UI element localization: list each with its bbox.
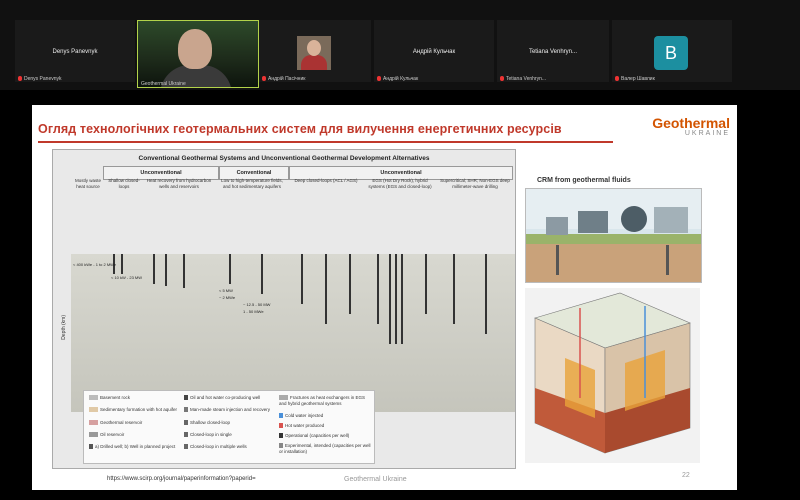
capacity-annotation: 1 - 50 MWe — [243, 309, 264, 314]
participant-tile-denys[interactable]: Denys Panevnyk Denys Panevnyk — [15, 20, 135, 82]
well — [425, 254, 427, 314]
diagram-legend: Basement rock Sedimentary formation with… — [83, 390, 375, 464]
capacity-annotation: < 5 MW — [219, 288, 233, 293]
well — [389, 254, 391, 344]
slide-footer: Geothermal Ukraine — [344, 476, 407, 483]
well — [401, 254, 403, 344]
crm-plant-illustration — [525, 188, 702, 283]
geothermal-systems-diagram: Conventional Geothermal Systems and Unco… — [52, 149, 516, 469]
participant-footer: Валер Шавлик — [615, 76, 655, 82]
participant-avatar: B — [654, 36, 688, 70]
slide-title: Огляд технологічних геотермальних систем… — [38, 122, 562, 136]
participant-name: Denys Panevnyk — [52, 49, 98, 55]
well — [229, 254, 231, 284]
mic-muted-icon — [262, 76, 266, 82]
geothermal-block-diagram — [525, 288, 700, 463]
well — [261, 254, 263, 294]
participant-tile-andrii-k[interactable]: Андрій Кульчак Андрій Кульчак — [374, 20, 494, 82]
participant-footer: Андрій Пасічник — [262, 76, 305, 82]
subsurface-section — [71, 254, 515, 412]
participant-name: Андрій Кульчак — [412, 49, 456, 55]
column-header: Supercritical; SHR; Non-EGS deep millime… — [440, 178, 510, 189]
column-header: Shallow closed-loops — [108, 178, 140, 189]
group-header: Unconventional — [103, 166, 219, 180]
speaker-body — [160, 65, 232, 87]
column-header: Mostly waste heat source — [74, 178, 101, 189]
capacity-annotation: ~ 12.5 - 50 MW — [243, 302, 271, 307]
mic-muted-icon — [500, 76, 504, 82]
capacity-annotation: < 400 kWe - 1 to 2 MWe — [73, 262, 117, 267]
well — [165, 254, 167, 286]
well — [121, 254, 123, 274]
participant-footer: Denys Panevnyk — [18, 76, 62, 82]
title-rule — [38, 141, 613, 143]
page-number: 22 — [682, 472, 690, 479]
shared-slide: Огляд технологічних геотермальних систем… — [32, 105, 737, 490]
well — [485, 254, 487, 334]
diagram-title: Conventional Geothermal Systems and Unco… — [138, 155, 430, 162]
participant-footer: Андрій Кульчак — [377, 76, 418, 82]
crm-title: CRM from geothermal fluids — [537, 177, 631, 184]
well — [153, 254, 155, 284]
participant-photo — [297, 36, 331, 70]
mic-muted-icon — [615, 76, 619, 82]
group-header: Conventional — [219, 166, 289, 180]
participant-footer: Tetiana Venhryn... — [500, 76, 546, 82]
column-header: Heat recovery from hydrocarbon wells and… — [146, 178, 212, 189]
mic-muted-icon — [18, 76, 22, 82]
active-speaker-video[interactable]: Geothermal Ukraine — [137, 20, 259, 88]
capacity-annotation: ~ 2 MWe — [219, 295, 236, 300]
depth-axis-label: Depth (km) — [61, 315, 67, 340]
well — [377, 254, 379, 324]
speaker-head — [178, 29, 212, 69]
well — [183, 254, 185, 288]
well — [325, 254, 327, 324]
column-header: EGS (Hot Dry Rock), hybrid systems (EGS … — [368, 178, 432, 189]
participant-name: Tetiana Venhryn... — [528, 49, 578, 55]
well — [301, 254, 303, 304]
geothermal-logo: Geothermal UKRAINE — [652, 115, 730, 137]
group-header: Unconventional — [289, 166, 513, 180]
column-header: Deep closed-loops (ACL / AGS) — [294, 178, 358, 183]
mic-muted-icon — [377, 76, 381, 82]
participant-tile-tetiana[interactable]: Tetiana Venhryn... Tetiana Venhryn... — [497, 20, 609, 82]
capacity-annotation: < 10 kW - 23 MW — [111, 275, 143, 280]
participant-footer: Geothermal Ukraine — [141, 81, 186, 87]
well — [395, 254, 397, 344]
well — [453, 254, 455, 324]
well — [113, 254, 115, 274]
well — [349, 254, 351, 314]
source-url[interactable]: https://www.scirp.org/journal/paperinfor… — [107, 476, 256, 482]
column-header: Low to high-temperature fields, and hot … — [221, 178, 283, 189]
